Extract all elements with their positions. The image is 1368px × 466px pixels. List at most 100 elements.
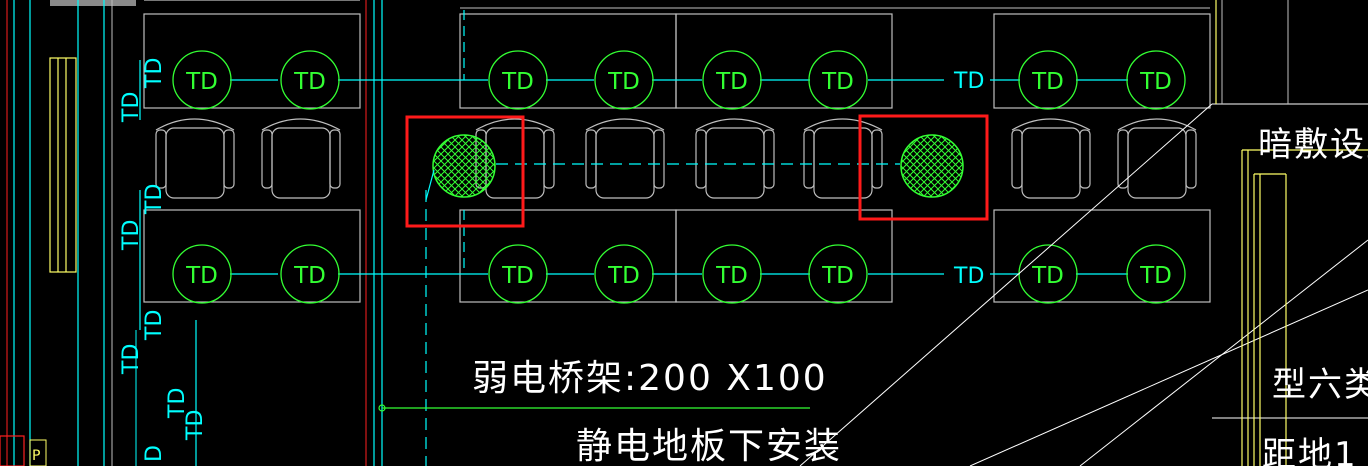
highlight-box-left[interactable] xyxy=(405,115,525,228)
highlight-box-right[interactable] xyxy=(858,114,989,221)
floor-box-lead xyxy=(425,169,435,201)
chair-part xyxy=(1127,127,1187,199)
chair-part xyxy=(871,129,883,189)
tray-note: 弱电桥架:200 X100 xyxy=(472,358,828,399)
chair-part xyxy=(813,127,873,199)
td-outlet: TD xyxy=(594,50,654,110)
td-outlet: TD xyxy=(280,50,340,110)
td-outlet-circle xyxy=(172,244,232,304)
floor-box-right xyxy=(900,134,964,198)
chair-part xyxy=(695,129,707,189)
td-outlet: TD xyxy=(594,244,654,304)
outlet-td-label-right: TD xyxy=(953,264,984,289)
right-yellow-frame xyxy=(1241,149,1368,466)
side-td-label: TD xyxy=(119,92,144,123)
td-outlet-circle xyxy=(488,50,548,110)
p-label: P xyxy=(32,448,40,464)
td-outlet-label: TD xyxy=(501,69,534,95)
td-outlet: TD xyxy=(808,50,868,110)
td-outlet-circle xyxy=(488,244,548,304)
chair-part xyxy=(165,127,225,199)
chair xyxy=(155,118,235,199)
td-outlet-label: TD xyxy=(607,263,640,289)
chair-part xyxy=(1011,118,1091,131)
side-td-label: TD xyxy=(119,344,144,375)
chair-part xyxy=(329,129,341,189)
side-td-label: TD xyxy=(183,410,208,441)
right-note-line2: 型六类 xyxy=(1272,365,1368,405)
td-outlet-circle xyxy=(808,244,868,304)
chair-part xyxy=(653,129,665,189)
chair-part xyxy=(595,127,655,199)
td-outlet-label: TD xyxy=(821,69,854,95)
td-outlet: TD xyxy=(808,244,868,304)
chair-part xyxy=(763,129,775,189)
td-outlet-circle xyxy=(594,50,654,110)
install-note: 静电地板下安装 xyxy=(576,426,842,466)
td-outlet: TD xyxy=(172,50,232,110)
td-outlet: TD xyxy=(172,244,232,304)
td-outlet: TD xyxy=(702,244,762,304)
wiring-lines xyxy=(139,10,1128,466)
yellow-column xyxy=(49,57,77,273)
side-td-label: TD xyxy=(142,310,167,341)
td-outlet: TD xyxy=(280,244,340,304)
chair-part xyxy=(223,129,235,189)
td-outlet: TD xyxy=(488,244,548,304)
td-outlet-circle xyxy=(280,244,340,304)
td-outlet-label: TD xyxy=(1139,69,1172,95)
td-outlet-label: TD xyxy=(1139,263,1172,289)
td-outlet-label: TD xyxy=(821,263,854,289)
td-outlet-label: TD xyxy=(185,69,218,95)
side-td-label: TD xyxy=(119,220,144,251)
chair-part xyxy=(585,118,665,131)
side-td-labels: TD TD TD TD TD TD TD TD D TD TD xyxy=(119,58,984,462)
chair xyxy=(695,118,775,199)
td-outlet-label: TD xyxy=(293,69,326,95)
outlet-td-label-right: TD xyxy=(953,69,984,94)
td-outlet-circle xyxy=(280,50,340,110)
toolbar-fragment xyxy=(50,0,136,6)
td-outlet-circle xyxy=(808,50,868,110)
chair-part xyxy=(585,129,597,189)
chair-part xyxy=(155,118,235,131)
chair-part xyxy=(261,129,273,189)
chair-part xyxy=(1185,129,1197,189)
side-td-label: TD xyxy=(165,388,190,419)
chair-part xyxy=(475,118,555,131)
chair-part xyxy=(271,127,331,199)
td-outlet-label: TD xyxy=(715,263,748,289)
chair-part xyxy=(803,129,815,189)
td-outlet-circle xyxy=(1126,50,1186,110)
chair-part xyxy=(1079,129,1091,189)
chair-part xyxy=(1021,127,1081,199)
left-wall-lines xyxy=(6,0,383,466)
chair xyxy=(585,118,665,199)
chair-part xyxy=(1011,129,1023,189)
side-td-label: TD xyxy=(142,184,167,215)
tray-leader xyxy=(378,404,810,412)
side-td-label: TD xyxy=(142,58,167,89)
chair xyxy=(1011,118,1091,199)
desk-outlines xyxy=(143,0,1211,303)
td-outlet: TD xyxy=(1018,244,1078,304)
td-outlet: TD xyxy=(1018,50,1078,110)
chair-part xyxy=(695,118,775,131)
chair xyxy=(803,118,883,199)
td-outlet: TD xyxy=(1126,244,1186,304)
chair xyxy=(261,118,341,199)
chair-part xyxy=(543,129,555,189)
td-outlet-label: TD xyxy=(715,69,748,95)
chair-part xyxy=(261,118,341,131)
chair-part xyxy=(1117,129,1129,189)
chair-part xyxy=(705,127,765,199)
td-outlet-label: TD xyxy=(1031,69,1064,95)
td-outlet: TD xyxy=(702,50,762,110)
chair-part xyxy=(803,118,883,131)
right-diagonals xyxy=(799,103,1368,466)
bottom-left-symbol: P xyxy=(0,435,47,466)
td-outlet-label: TD xyxy=(293,263,326,289)
td-outlet-label: TD xyxy=(1031,263,1064,289)
floor-box-left xyxy=(432,134,496,198)
